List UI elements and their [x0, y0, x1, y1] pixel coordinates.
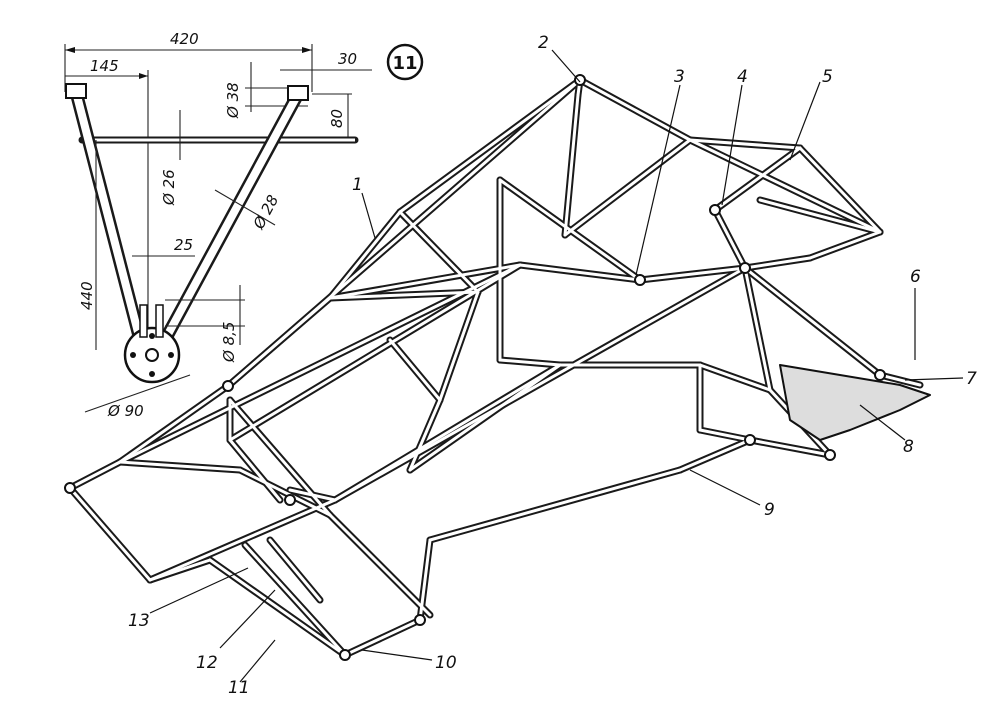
frame-tube-core [228, 438, 282, 502]
engine-mount-plate [779, 364, 931, 441]
frame-tube-core [563, 93, 580, 237]
frame-tube-core [148, 558, 212, 582]
frame-tube-core [438, 290, 480, 402]
dim-25: 25 [174, 236, 193, 254]
frame-tube-core [798, 146, 882, 234]
callout-10: 10 [435, 653, 457, 673]
frame-tube-core [328, 263, 522, 300]
dim-80: 80 [328, 109, 346, 128]
frame-tube-core [328, 290, 480, 300]
callout-6: 6 [910, 267, 921, 287]
frame-tube-core [743, 266, 772, 392]
callout-2: 2 [538, 33, 549, 53]
frame-tube-core [678, 438, 752, 472]
frame-tube-core [713, 208, 747, 270]
frame-tube-core [118, 263, 522, 464]
frame-tube-core [343, 618, 422, 657]
dim-dia-26: Ø 26 [160, 169, 178, 206]
frame-tube-core [328, 210, 402, 300]
frame-tube-core [743, 266, 882, 377]
frame-tube-core [328, 513, 432, 617]
frame-joint [222, 380, 234, 392]
frame-tube-core [398, 78, 582, 214]
frame-tube-core [68, 486, 152, 582]
frame-tube-core [428, 468, 682, 542]
frame-joint [824, 449, 836, 461]
callout-8: 8 [903, 437, 914, 457]
frame-tube-core [228, 263, 522, 442]
frame-tube-core [518, 263, 642, 282]
frame-tube-core [268, 538, 322, 602]
main-frame [64, 74, 931, 661]
frame-tube-core [333, 266, 747, 502]
frame-tube-core [388, 338, 442, 402]
callout-labels: 1 2 3 4 5 6 7 8 9 10 11 12 13 [128, 33, 977, 698]
frame-tube-core [498, 178, 642, 282]
frame-tube-core [638, 266, 747, 282]
frame-tube-core [758, 198, 882, 234]
callout-5: 5 [822, 67, 833, 87]
frame-tube-core [688, 138, 882, 234]
callout-13: 13 [128, 611, 150, 631]
frame-joint [64, 482, 76, 494]
frame-tube-core [578, 78, 692, 142]
callout-7: 7 [966, 369, 977, 389]
dim-420: 420 [170, 30, 199, 48]
frame-joint [744, 434, 756, 446]
frame-tube-core [118, 460, 242, 472]
frame-tube-core [243, 543, 347, 657]
frame-tube-core [208, 558, 347, 657]
frame-joint [739, 262, 751, 274]
frame-tube-core [408, 363, 562, 472]
frame-tube-core [288, 488, 337, 502]
frame-tube-core [698, 428, 752, 442]
callout-3: 3 [674, 67, 685, 87]
frame-tube-core [743, 256, 812, 270]
frame-tube-core [563, 138, 692, 237]
frame-tube-core [498, 358, 562, 367]
frame-tube-core [408, 398, 442, 472]
dim-dia-90: Ø 90 [107, 402, 144, 420]
callout-leaders [149, 49, 964, 683]
frame-joint [874, 369, 886, 381]
callout-12: 12 [196, 653, 218, 673]
frame-tube-core [688, 138, 802, 150]
frame-tube-core [226, 296, 332, 388]
callout-11: 11 [228, 678, 250, 698]
frame-joint [284, 494, 296, 506]
frame-tube-core [118, 384, 230, 464]
detail-number: 11 [392, 53, 417, 74]
frame-joint [574, 74, 586, 86]
frame-tube-core [713, 146, 802, 212]
dim-dia-38: Ø 38 [224, 82, 242, 119]
callout-4: 4 [737, 67, 748, 87]
frame-joint [339, 649, 351, 661]
callout-9: 9 [764, 500, 775, 520]
frame-tube-core [148, 498, 337, 582]
frame-tube-core [333, 363, 562, 502]
frame-joint [634, 274, 646, 286]
dim-440: 440 [78, 281, 96, 310]
frame-tube-core [748, 438, 832, 457]
dim-30: 30 [338, 50, 357, 68]
frame-joint [414, 614, 426, 626]
dim-145: 145 [90, 57, 119, 75]
frame-tube-core [238, 468, 332, 517]
frame-tube-core [68, 460, 122, 490]
frame-joint [709, 204, 721, 216]
frame-tube-core [398, 210, 480, 294]
frame-tube-core [808, 230, 882, 260]
callout-1: 1 [352, 175, 363, 195]
frame-tube-core [878, 373, 922, 387]
frame-tube-core [698, 363, 772, 392]
dim-dia-8-5: Ø 8,5 [220, 322, 238, 363]
detail-view: 420 145 30 Ø 38 80 Ø 26 [64, 30, 424, 420]
